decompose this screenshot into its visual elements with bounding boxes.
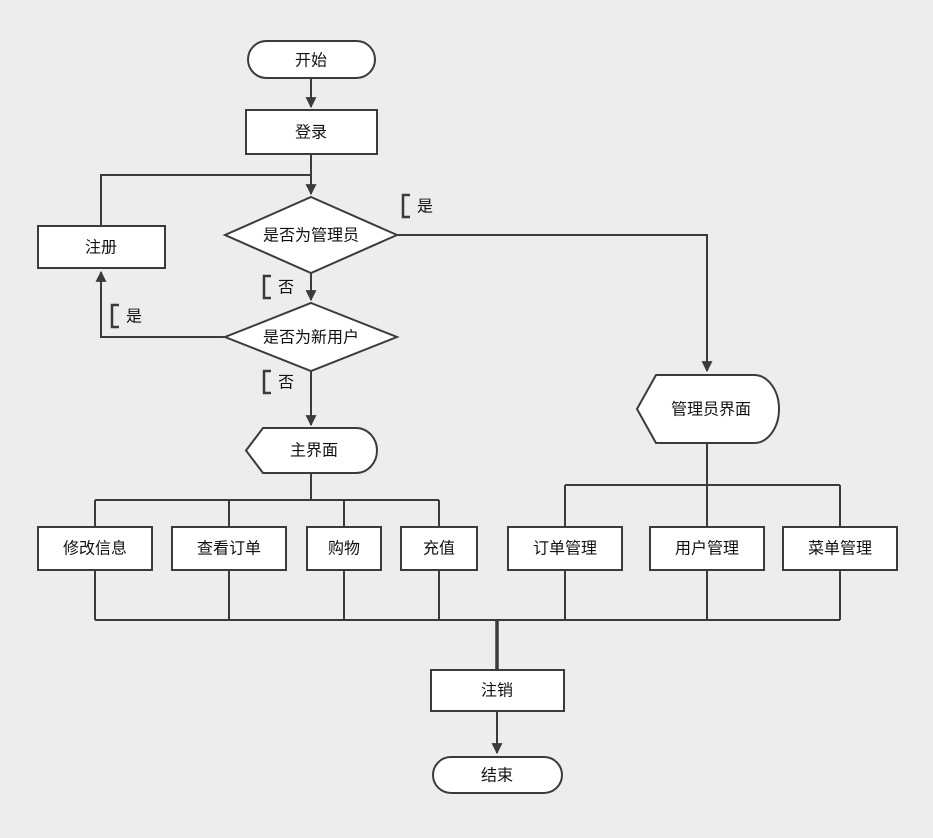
node-start-label: 开始 — [295, 51, 327, 70]
node-order-mgmt-label: 订单管理 — [533, 539, 597, 558]
edge-label-newuser-yes-text: 是 — [126, 307, 142, 326]
edge-adminui-functions-bus — [564, 443, 841, 527]
node-is-admin: 是否为管理员 — [222, 195, 400, 275]
bracket-icon — [401, 193, 410, 219]
nodes: 开始 登录 是否为管理员 注册 是否为新用户 — [37, 40, 898, 794]
register-shape — [37, 225, 166, 269]
node-view-orders: 查看订单 — [171, 526, 287, 571]
menu-mgmt-shape — [782, 526, 898, 571]
edges — [94, 78, 841, 755]
node-logout-label: 注销 — [481, 681, 513, 700]
node-shopping-label: 购物 — [328, 539, 360, 558]
recharge-shape — [400, 526, 478, 571]
shopping-shape — [306, 526, 382, 571]
node-is-new-user-label: 是否为新用户 — [263, 328, 359, 347]
bracket-icon — [110, 303, 119, 329]
is-new-user-shape — [222, 301, 400, 373]
node-shopping: 购物 — [306, 526, 382, 571]
edge-labels: 是 否 是 否 — [110, 193, 433, 395]
main-ui-shape — [244, 427, 378, 474]
node-login: 登录 — [245, 109, 378, 155]
node-recharge: 充值 — [400, 526, 478, 571]
node-modify-info-label: 修改信息 — [63, 539, 127, 558]
start-shape — [247, 40, 376, 79]
node-main-ui: 主界面 — [244, 427, 378, 474]
edge-label-admin-yes: 是 — [401, 193, 433, 219]
bracket-icon — [262, 274, 271, 300]
bracket-icon — [262, 369, 271, 395]
node-login-label: 登录 — [295, 123, 327, 142]
node-is-new-user: 是否为新用户 — [222, 301, 400, 373]
edge-label-admin-yes-text: 是 — [417, 197, 433, 216]
node-admin-ui: 管理员界面 — [635, 374, 780, 444]
node-end-label: 结束 — [481, 766, 513, 785]
view-orders-shape — [171, 526, 287, 571]
node-menu-mgmt-label: 菜单管理 — [808, 539, 872, 558]
edge-functions-bottom-bus — [94, 570, 841, 621]
admin-ui-shape — [635, 374, 780, 444]
login-shape — [245, 109, 378, 155]
edge-register-merge — [100, 174, 311, 226]
node-recharge-label: 充值 — [423, 539, 455, 558]
node-modify-info: 修改信息 — [37, 526, 153, 571]
edge-label-newuser-no: 否 — [262, 369, 294, 395]
node-menu-mgmt: 菜单管理 — [782, 526, 898, 571]
node-user-mgmt: 用户管理 — [649, 526, 765, 571]
edge-isadmin-adminui — [397, 234, 713, 373]
node-main-ui-label: 主界面 — [290, 441, 338, 460]
edge-label-admin-no: 否 — [262, 274, 294, 300]
node-view-orders-label: 查看订单 — [197, 539, 261, 558]
node-start: 开始 — [247, 40, 376, 79]
node-admin-ui-label: 管理员界面 — [671, 400, 751, 419]
node-user-mgmt-label: 用户管理 — [675, 539, 739, 558]
node-end: 结束 — [432, 756, 563, 794]
order-mgmt-shape — [507, 526, 623, 571]
node-order-mgmt: 订单管理 — [507, 526, 623, 571]
edge-isnewuser-register — [95, 270, 225, 338]
edge-label-admin-no-text: 否 — [278, 278, 294, 297]
logout-shape — [430, 669, 565, 712]
user-mgmt-shape — [649, 526, 765, 571]
node-is-admin-label: 是否为管理员 — [263, 226, 359, 245]
edge-mainui-functions-bus — [94, 473, 440, 527]
is-admin-shape — [222, 195, 400, 275]
node-logout: 注销 — [430, 669, 565, 712]
modify-info-shape — [37, 526, 153, 571]
edge-label-newuser-yes: 是 — [110, 303, 142, 329]
edge-label-newuser-no-text: 否 — [278, 373, 294, 392]
node-register: 注册 — [37, 225, 166, 269]
end-shape — [432, 756, 563, 794]
node-register-label: 注册 — [85, 238, 117, 257]
